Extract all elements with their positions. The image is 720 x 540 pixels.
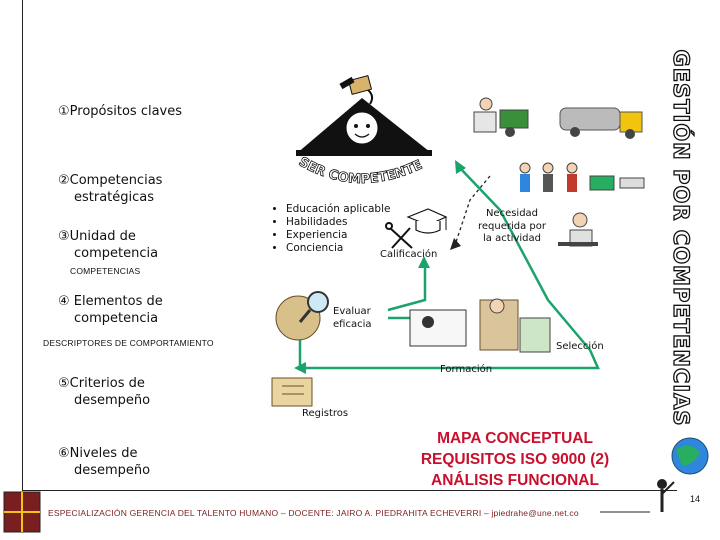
arrow-seleccion-to-formacion	[300, 349, 600, 370]
item-niveles-desempeno: ⑥Niveles de desempeño	[58, 445, 150, 479]
caption-descriptores: DESCRIPTORES DE COMPORTAMIENTO	[43, 338, 214, 348]
page-number: 14	[690, 494, 701, 504]
requirement-item: Experiencia	[286, 229, 390, 242]
desk-worker-illustration	[558, 212, 598, 247]
marker-6: ⑥	[58, 446, 70, 461]
label-registros: Registros	[302, 408, 349, 419]
label-necesidad: Necesidad requerida por la actividad	[472, 208, 552, 246]
caption-competencias: COMPETENCIAS	[70, 266, 141, 276]
item-6-line2: desempeño	[74, 463, 151, 478]
title-line2: REQUISITOS ISO 9000 (2)	[420, 451, 610, 468]
training-illustration	[409, 298, 551, 353]
workers-row-top	[473, 97, 643, 139]
arrowhead-3	[418, 256, 430, 268]
svg-text:SER COMPETENTE: SER COMPETENTE	[296, 155, 425, 188]
item-4-line1: Elementos de	[69, 294, 163, 309]
evaluar-line1: Evaluar	[333, 306, 371, 317]
arrow-necesidad-to-seleccion	[459, 167, 591, 351]
workers-row-middle	[519, 162, 645, 192]
title-line1: MAPA CONCEPTUAL	[437, 430, 593, 447]
item-5-line2: desempeño	[74, 393, 151, 408]
footer-text: ESPECIALIZACIÓN GERENCIA DEL TALENTO HUM…	[48, 508, 579, 518]
ser-competente-arc: SER COMPETENTE	[296, 154, 425, 188]
competent-person-illustration	[296, 75, 432, 156]
evaluator-illustration	[275, 291, 329, 341]
mouth	[354, 133, 370, 138]
eye-right	[366, 124, 370, 128]
arrowhead-4	[455, 160, 466, 174]
item-6-line1: Niveles de	[69, 446, 138, 461]
requirement-item: Conciencia	[286, 242, 390, 255]
mortarboard-small	[339, 76, 355, 90]
item-propositos-label: Propósitos claves	[69, 104, 183, 119]
item-competencias-estrategicas: ②Competencias estratégicas	[58, 172, 162, 206]
marker-5: ⑤	[58, 376, 70, 391]
requirement-item: Habilidades	[286, 216, 390, 229]
label-formacion: Formación	[440, 364, 493, 375]
hat-band	[296, 150, 432, 156]
institution-logo	[3, 491, 41, 533]
dashed-arrowhead	[450, 238, 461, 250]
frame-bottom-line	[22, 490, 677, 491]
label-seleccion: Selección	[556, 341, 604, 352]
necesidad-line2: requerida por	[477, 220, 546, 232]
item-4-line2: competencia	[74, 311, 159, 326]
item-5-line1: Criterios de	[69, 376, 145, 391]
item-2-line1: Competencias	[69, 173, 163, 188]
concept-map-title: MAPA CONCEPTUAL REQUISITOS ISO 9000 (2) …	[400, 428, 630, 491]
item-3-line1: Unidad de	[69, 229, 136, 244]
label-evaluar: Evaluar eficacia	[333, 306, 371, 331]
item-criterios-desempeno: ⑤Criterios de desempeño	[58, 375, 150, 409]
evaluar-line2: eficacia	[333, 318, 372, 330]
head	[345, 111, 379, 145]
presenter-figure	[657, 479, 675, 512]
dashed-arrow	[454, 175, 491, 246]
item-propositos: ①Propósitos claves	[58, 103, 182, 120]
necesidad-line3: la actividad	[483, 233, 541, 244]
title-line3: ANÁLISIS FUNCIONAL	[431, 472, 599, 489]
requirements-list: Educación aplicable Habilidades Experien…	[270, 203, 390, 255]
requirement-item: Educación aplicable	[286, 203, 390, 216]
item-2-line2: estratégicas	[74, 190, 155, 205]
arrowhead-2	[294, 362, 306, 374]
arc-text: SER COMPETENTE	[296, 154, 425, 187]
tassel-cord	[367, 89, 374, 105]
frame-left-line	[22, 0, 23, 490]
globe-icon	[671, 437, 709, 475]
graduation-cap-icon	[406, 208, 448, 234]
necesidad-line1: Necesidad	[485, 208, 539, 219]
label-calificacion: Calificación	[380, 249, 438, 260]
item-elementos-competencia: ④ Elementos de competencia	[58, 293, 163, 327]
tassel-top	[347, 75, 373, 95]
tools-icon	[385, 222, 413, 249]
item-unidad-competencia: ③Unidad de competencia	[58, 228, 158, 262]
records-illustration	[271, 377, 313, 407]
item-3-line2: competencia	[74, 246, 159, 261]
marker-1: ①	[58, 104, 70, 119]
arrow-calificacion-down	[387, 262, 427, 312]
marker-4: ④	[58, 294, 70, 309]
marker-2: ②	[58, 173, 70, 188]
marker-3: ③	[58, 229, 70, 244]
eye-left	[354, 124, 358, 128]
